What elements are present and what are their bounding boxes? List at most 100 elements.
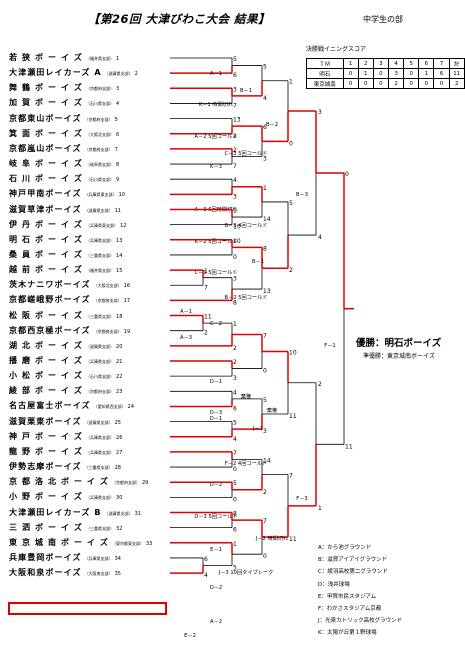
team-seed: 22 xyxy=(116,374,123,381)
team-branch: （石川県支部） xyxy=(86,177,115,183)
game-score: 8 xyxy=(233,299,237,306)
team-entry: 大阪和泉ボーイズ（大阪南支部）35 xyxy=(9,568,169,578)
team-entry: 京都嵯峨野ボーイズ（京都府支部）17 xyxy=(9,295,169,305)
team-seed: 6 xyxy=(116,131,120,138)
team-entry: 龍 野 ボ ー イ ズ（兵庫県支部）27 xyxy=(9,447,169,457)
team-branch: （滋賀県支部） xyxy=(84,419,113,425)
team-seed: 30 xyxy=(116,495,123,502)
team-seed: 31 xyxy=(134,510,141,517)
team-seed: 9 xyxy=(116,177,120,184)
team-seed: 1 xyxy=(116,56,120,62)
game-label: C－2 xyxy=(210,321,222,327)
team-entry: 京 都 洛 北 ボ ー イ ズ（京都府支部）29 xyxy=(9,477,169,487)
team-entry: 伊勢志摩ボーイズ（三重県支部）28 xyxy=(9,462,169,472)
team-entry: 岐 阜 ボ ー イ ズ（岐阜県支部）8 xyxy=(9,159,169,169)
game-score: 2 xyxy=(233,345,237,352)
game-label: A－1 xyxy=(180,309,192,315)
team-branch: （東京都東支部） xyxy=(112,540,144,546)
team-seed: 8 xyxy=(116,162,120,169)
team-branch: （兵庫県支部） xyxy=(86,237,115,243)
game-score: 11 xyxy=(289,536,297,543)
game-label: F－3 xyxy=(296,496,307,502)
game-score: 7 xyxy=(204,284,208,291)
game-score: 3 xyxy=(233,276,237,283)
game-score: 3 xyxy=(318,109,322,116)
team-seed: 35 xyxy=(114,571,121,578)
legend-item: D：浅井球場 xyxy=(318,581,350,588)
team-branch: （兵庫県支部） xyxy=(86,434,115,440)
team-seed: 4 xyxy=(116,101,120,108)
team-entry: 箕 面 ボ ー イ ズ（大阪北支部）6 xyxy=(9,129,169,139)
game-score: 10 xyxy=(233,238,241,245)
team-seed: 5 xyxy=(114,116,118,123)
game-score: 1 xyxy=(233,208,237,215)
team-name: 加 賀 ボ ー イ ズ xyxy=(9,98,84,108)
game-label: J－3 10回タイブレーク xyxy=(218,568,274,576)
team-seed: 26 xyxy=(116,434,123,441)
team-branch: （兵庫県東支部） xyxy=(84,192,117,198)
team-entry: 名古屋富士ボーイズ（愛知県西支部）24 xyxy=(9,401,169,411)
game-label: A－3 xyxy=(180,335,192,341)
game-label: E－2 xyxy=(184,633,196,639)
team-entry: 京都嵐山ボーイズ（京都府支部）7 xyxy=(9,144,169,154)
team-entry: 伊 丹 ボ ー イ ズ（兵庫県東支部）12 xyxy=(9,220,169,230)
game-score: 1 xyxy=(233,321,237,328)
team-name: 松 阪 ボ ー イ ズ xyxy=(9,310,84,320)
team-name: 桑 員 ボ ー イ ズ xyxy=(9,249,84,259)
team-branch: （大阪北支部） xyxy=(86,131,115,137)
team-entry: 舞 鶴 ボ ー イ ズ（京都府支部）3 xyxy=(9,83,169,93)
team-name: 大津瀬田レイカーズ B xyxy=(9,507,102,517)
team-entry: 大津瀬田レイカーズ A（滋賀県支部）2 xyxy=(9,68,169,78)
team-name: 舞 鶴 ボ ー イ ズ xyxy=(9,83,84,93)
team-branch: （滋賀県支部） xyxy=(84,207,113,213)
team-entry: 滋賀草津ボーイズ（滋賀県支部）11 xyxy=(9,205,169,215)
team-branch: （兵庫県支部） xyxy=(86,495,115,501)
game-score: 5 xyxy=(233,420,237,427)
game-score: 7 xyxy=(233,102,237,109)
team-branch: （京都府支部） xyxy=(93,298,122,304)
team-name: 京都西京極ボーイズ xyxy=(9,325,91,335)
score-row-tokyo-jonan: 東京城南 0 0 0 2 0 0 0 2 xyxy=(306,78,465,89)
game-score: 0 xyxy=(345,171,349,178)
game-score: 4 xyxy=(318,234,322,241)
game-label: K－2 5回コールド xyxy=(195,238,238,245)
game-score: 3 xyxy=(233,375,237,382)
team-name: 三 泗 ボ ー イ ズ xyxy=(9,522,84,532)
game-score: 2 xyxy=(233,133,237,140)
game-score: 0 xyxy=(233,254,237,261)
game-score: 5 xyxy=(233,56,237,63)
team-seed: 2 xyxy=(134,71,138,78)
game-label: B－1 xyxy=(240,88,252,94)
team-seed: 23 xyxy=(116,389,123,396)
game-label: B－2 5回コールド xyxy=(225,294,268,301)
game-label: C－3 5回コールド xyxy=(225,150,268,157)
game-score: 11 xyxy=(345,443,353,450)
team-highlight-box xyxy=(8,602,167,615)
legend-item: F：わかさスタジアム京都 xyxy=(318,606,382,612)
team-branch: （愛知県西支部） xyxy=(93,404,126,410)
team-name: 岐 阜 ボ ー イ ズ xyxy=(9,159,84,169)
team-entry: 兵庫豊岡ボーイズ（兵庫県支部）34 xyxy=(9,553,169,563)
game-score: 1 xyxy=(289,79,293,86)
game-score: 5 xyxy=(263,397,267,404)
team-seed: 27 xyxy=(116,449,123,456)
game-label: K－3 xyxy=(210,164,222,170)
game-score: 8 xyxy=(233,511,237,518)
game-score: 6 xyxy=(233,72,237,79)
game-label: 棄権 xyxy=(267,406,277,414)
team-branch: （京都府支部） xyxy=(86,86,115,92)
team-seed: 12 xyxy=(120,222,127,229)
game-score: 10 xyxy=(289,350,297,357)
team-entry: 松 阪 ボ ー イ ズ（三重県支部）18 xyxy=(9,311,169,321)
game-score: 5 xyxy=(233,480,237,487)
team-entry: 若 狭 ボ ー イ ズ（福井県支部）1 xyxy=(9,53,169,63)
game-score: 1 xyxy=(263,185,267,192)
game-label: 棄権 xyxy=(241,392,251,400)
team-branch: （三重県支部） xyxy=(84,465,113,471)
team-branch: （兵庫県支部） xyxy=(86,359,115,364)
team-seed: 29 xyxy=(142,480,149,487)
game-score: 0 xyxy=(233,496,237,503)
team-branch: （滋賀県支部） xyxy=(104,510,133,516)
team-seed: 24 xyxy=(127,404,135,411)
